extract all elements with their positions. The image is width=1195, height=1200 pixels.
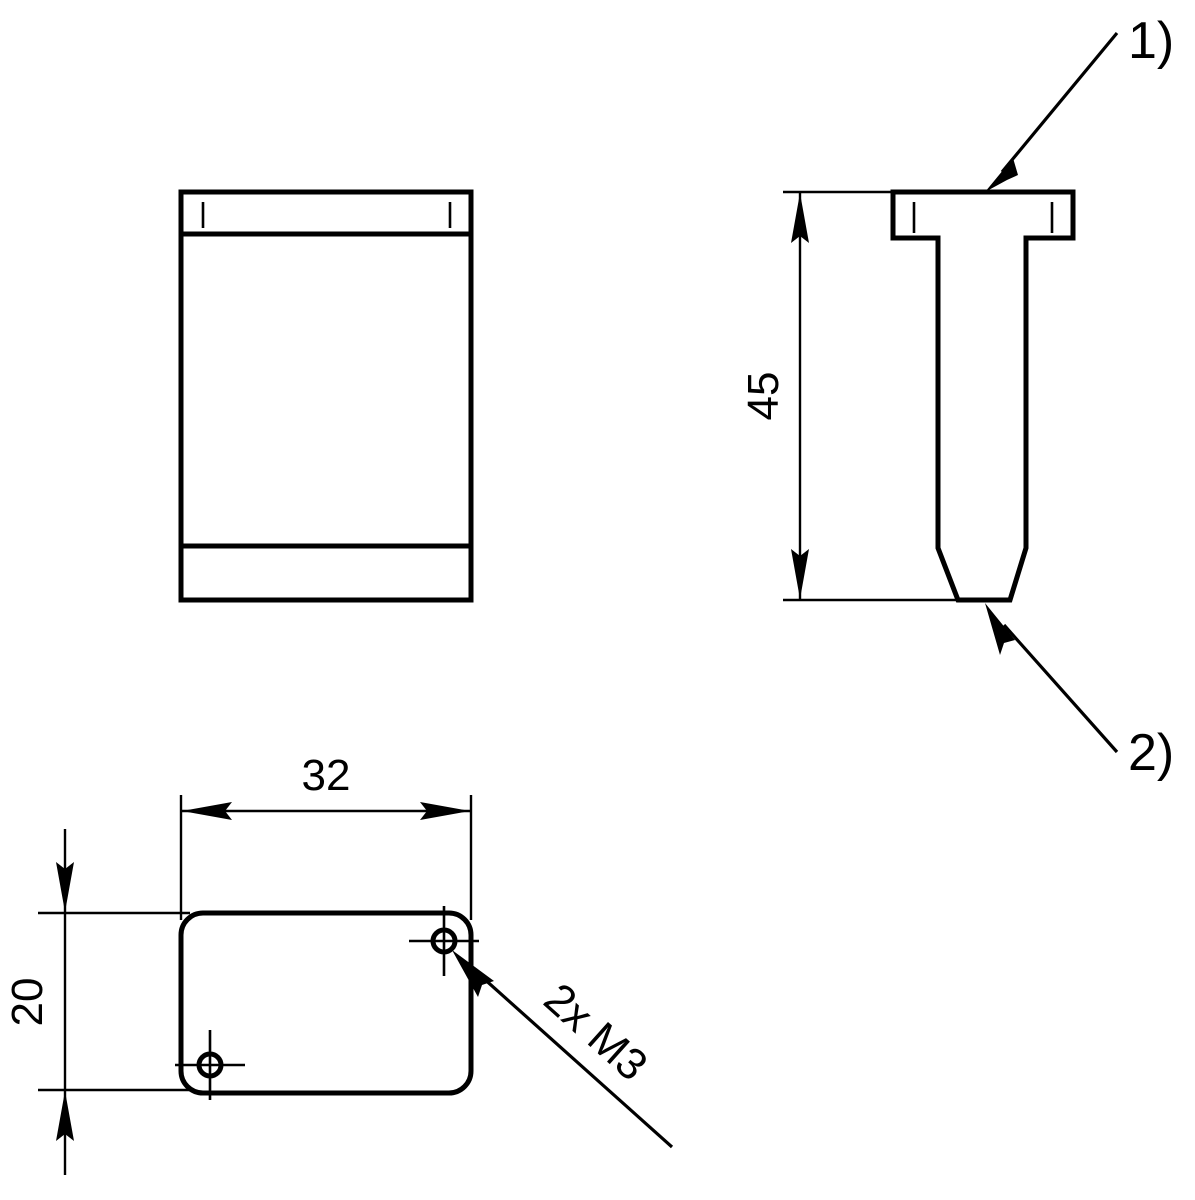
thread-note-arrowhead — [452, 950, 494, 997]
callout-1-leader — [1000, 31, 1119, 174]
dim32-arrow-right — [420, 802, 470, 820]
thread-note-2x-m3: 2x M3 — [452, 950, 674, 1149]
side-view — [890, 189, 1076, 603]
thread-note-leader — [470, 966, 674, 1149]
dim20-value: 20 — [3, 978, 52, 1027]
dim32-arrow-left — [182, 802, 232, 820]
tapped-hole-bottom-left — [175, 1030, 245, 1100]
thread-note-label: 2x M3 — [535, 974, 657, 1090]
dimension-20: 20 — [3, 829, 190, 1175]
dim20-arrow-bottom — [56, 1091, 74, 1141]
dim20-arrow-top — [56, 862, 74, 912]
plan-view-outline — [178, 910, 474, 1096]
plan-view — [175, 906, 479, 1100]
callout-2-label: 2) — [1128, 724, 1174, 782]
callout-2: 2) — [985, 603, 1174, 782]
callout-2-arrowhead — [985, 603, 1015, 655]
front-view-outline — [178, 189, 474, 603]
side-view-profile — [890, 189, 1076, 603]
dim45-arrow-top — [791, 193, 809, 243]
tapped-hole-top-right — [409, 906, 479, 976]
callout-1-arrowhead — [985, 158, 1018, 192]
dim32-value: 32 — [302, 751, 351, 800]
callout-1-label: 1) — [1128, 12, 1174, 70]
dim45-arrow-bottom — [791, 549, 809, 599]
dimension-45: 45 — [739, 190, 962, 602]
dim45-value: 45 — [739, 372, 788, 421]
callout-1: 1) — [985, 12, 1174, 192]
callout-2-leader — [1002, 623, 1119, 754]
front-view — [178, 189, 474, 603]
dimension-32: 32 — [179, 751, 473, 920]
